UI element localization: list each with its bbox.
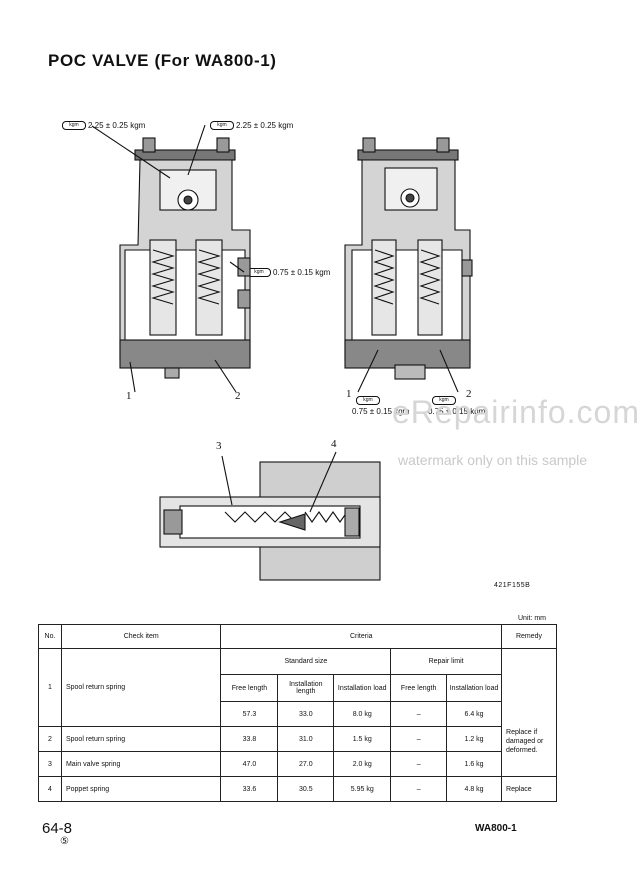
table-cell: 1.5 kg xyxy=(333,726,392,752)
table-row: 2 Spool return spring 33.8 31.0 1.5 kg –… xyxy=(38,726,557,752)
spring-spec-table: No. Check item Criteria Remedy 1 Spool r… xyxy=(38,624,557,802)
col-install-length: Installation length xyxy=(277,674,335,702)
table-cell: 27.0 xyxy=(277,751,335,777)
table-cell: Spool return spring xyxy=(60,648,222,727)
table-cell: 57.3 xyxy=(220,701,279,727)
remedy-cell: Replace if damaged or deformed. xyxy=(501,648,557,777)
left-section-view xyxy=(91,124,251,393)
remedy-text: Replace xyxy=(501,776,557,802)
col-free-length: Free length xyxy=(220,674,279,702)
wrench-icon: kgm xyxy=(356,396,380,405)
table-row: 57.3 33.0 8.0 kg – 6.4 kg xyxy=(39,701,557,727)
table-cell: – xyxy=(390,776,448,802)
table-cell: 33.8 xyxy=(220,726,279,752)
callout-3: 3 xyxy=(216,440,222,452)
table-cell: Spool return spring xyxy=(60,726,222,752)
header-remedy: Remedy xyxy=(501,624,557,649)
table-cell: 33.0 xyxy=(277,701,335,727)
torque-value: 0.75 ± 0.15 kgm xyxy=(352,407,410,416)
table-cell: 4.8 kg xyxy=(446,776,503,802)
table-cell: – xyxy=(390,701,448,727)
model-label: WA800-1 xyxy=(475,823,517,834)
torque-label: kgm xyxy=(432,396,456,405)
table-cell: 6.4 kg xyxy=(446,701,503,727)
table-cell: – xyxy=(390,751,448,777)
table-cell: 3 xyxy=(38,751,62,777)
table-cell: Main valve spring xyxy=(60,751,222,777)
wrench-icon: kgm xyxy=(210,121,234,130)
callout-1: 1 xyxy=(126,390,132,402)
table-cell: 33.6 xyxy=(220,776,279,802)
table-cell: 5.95 kg xyxy=(333,776,392,802)
table-row: 4 Poppet spring 33.6 30.5 5.95 kg – 4.8 … xyxy=(38,776,557,802)
torque-label: kgm xyxy=(356,396,380,405)
page-title: POC VALVE (For WA800-1) xyxy=(48,51,277,70)
right-section-view xyxy=(344,137,473,393)
page-number: 64-8 xyxy=(42,820,73,837)
torque-value: 0.75 ± 0.15 kgm xyxy=(428,407,486,416)
revision-mark: ⑤ xyxy=(60,836,69,847)
table-cell: 8.0 kg xyxy=(333,701,392,727)
table-cell: 1.6 kg xyxy=(446,751,503,777)
detail-view xyxy=(159,451,381,581)
table-cell: 1 xyxy=(38,648,62,727)
standard-size-header: Standard size xyxy=(220,648,392,675)
callout-2: 2 xyxy=(466,388,472,400)
callout-4: 4 xyxy=(331,438,337,450)
watermark-note: watermark only on this sample xyxy=(398,452,588,468)
table-cell: 2 xyxy=(38,726,62,752)
col-install-load-rl: Installation load xyxy=(446,674,503,702)
header-check-item: Check item xyxy=(60,624,222,649)
header-no: No. xyxy=(38,624,62,649)
unit-label: Unit: mm xyxy=(518,615,546,622)
table-subheader-row: 1 Spool return spring Standard size Repa… xyxy=(38,648,557,777)
table-header-row: No. Check item Criteria Remedy xyxy=(38,624,557,649)
repair-limit-header: Repair limit xyxy=(390,648,503,675)
table-cell: 1.2 kg xyxy=(446,726,503,752)
table-cell: – xyxy=(390,726,448,752)
table-cell: 4 xyxy=(38,776,62,802)
callout-2: 2 xyxy=(235,390,241,402)
table-row: 3 Main valve spring 47.0 27.0 2.0 kg – 1… xyxy=(38,751,557,777)
table-cell: 31.0 xyxy=(277,726,335,752)
table-cell: 47.0 xyxy=(220,751,279,777)
callout-1: 1 xyxy=(346,388,352,400)
col-free-length-rl: Free length xyxy=(390,674,448,702)
wrench-icon: kgm xyxy=(432,396,456,405)
wrench-icon: kgm xyxy=(62,121,86,130)
watermark-site: eRepairinfo.com xyxy=(392,394,640,430)
figure-number: 421F155B xyxy=(494,582,531,589)
table-cell: 2.0 kg xyxy=(333,751,392,777)
table-cell: Poppet spring xyxy=(60,776,222,802)
table-cell: 30.5 xyxy=(277,776,335,802)
header-criteria: Criteria xyxy=(220,624,503,649)
remedy-text: Replace if damaged or deformed. xyxy=(506,729,544,754)
col-install-load: Installation load xyxy=(333,674,392,702)
